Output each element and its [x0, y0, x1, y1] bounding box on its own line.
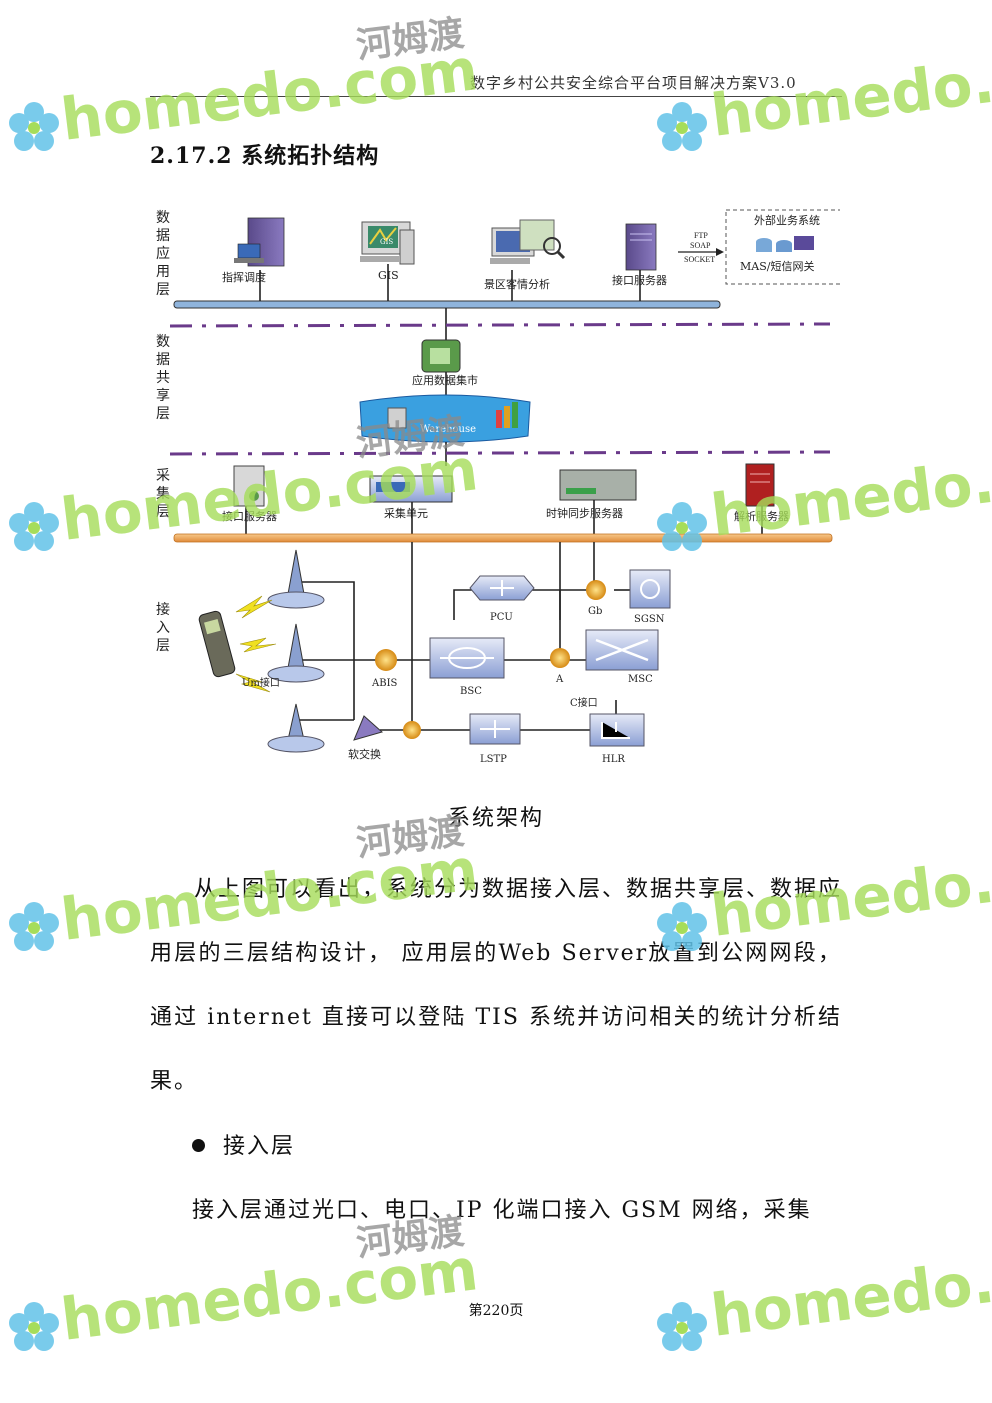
- pcu-icon: [469, 575, 535, 601]
- body-paragraph-text: 从上图可以看出，系统分为数据接入层、数据共享层、数据应用层的三层结构设计， 应用…: [150, 877, 843, 1094]
- datamart-icon: [421, 339, 461, 373]
- body-paragraph: 从上图可以看出，系统分为数据接入层、数据共享层、数据应用层的三层结构设计， 应用…: [150, 858, 842, 1114]
- external-system-box: [725, 209, 840, 285]
- watermark-logo-icon: [9, 502, 59, 551]
- mas-gateway-label: MAS/短信网关: [740, 259, 814, 273]
- command-dispatch-icon: [234, 217, 285, 267]
- a-interface-node: [550, 648, 570, 668]
- soap-label: SOAP: [690, 241, 711, 250]
- watermark-cn-1: 河姆渡: [354, 13, 466, 67]
- interface-server-icon: [233, 465, 265, 507]
- collect-unit-label: 采集单元: [384, 506, 428, 520]
- parse-server-icon: [745, 463, 775, 507]
- layer-label-collect: 采集层: [156, 468, 170, 520]
- clock-server-label: 时钟同步服务器: [546, 506, 623, 520]
- lstp-junction-node: [403, 721, 421, 739]
- page-number: 第220页: [468, 1303, 524, 1319]
- layer-label-access: 接入层: [156, 601, 170, 654]
- svg-text:数据应用层: 数据应用层: [156, 210, 170, 298]
- a-interface-label: A: [555, 674, 564, 685]
- header-rule: [150, 96, 842, 97]
- softswitch-label: 软交换: [348, 747, 381, 761]
- um-interface-label: Um接口: [242, 676, 280, 689]
- watermark-brand-1: homedo.com: [57, 35, 481, 154]
- base-station-1-icon: [267, 549, 325, 609]
- signal-bolts-icon: [235, 595, 277, 693]
- mas-gateway-icon: [756, 236, 814, 252]
- gis-workstation-icon: [360, 221, 415, 265]
- layer-divider-app-share: [169, 322, 831, 328]
- scenic-analysis-label: 景区客情分析: [484, 277, 550, 291]
- msc-icon: [585, 629, 659, 671]
- watermark-brand-8: homedo.com: [707, 1231, 992, 1350]
- watermark-brand-7: homedo.com: [57, 1235, 481, 1354]
- access-layer-paragraph: 接入层通过光口、电口、IP 化端口接入 GSM 网络，采集: [192, 1198, 812, 1223]
- gis-screen-label: GIS: [380, 238, 393, 246]
- layer-divider-share-collect: [169, 450, 831, 456]
- mobile-phone-icon: [198, 610, 236, 678]
- abis-label: ABIS: [371, 678, 398, 689]
- figure-caption: 系统架构: [447, 806, 544, 831]
- bullet-item: 接入层: [192, 1128, 295, 1160]
- lstp-label: LSTP: [480, 754, 507, 765]
- bsc-label: BSC: [460, 686, 482, 697]
- scenic-analysis-icon: [490, 219, 566, 264]
- datamart-label: 应用数据集市: [412, 373, 478, 387]
- sgsn-label: SGSN: [634, 614, 665, 625]
- collect-bus: [173, 533, 833, 543]
- layer-label-app: 数据应用层: [156, 210, 170, 298]
- topology-diagram: 数据应用层 数据共享层 采集层 接入层 指挥调度 GIS GIS 景区客情分析 …: [156, 209, 840, 765]
- sgsn-icon: [629, 569, 671, 609]
- msc-label: MSC: [628, 674, 653, 685]
- watermark-logo-icon: [657, 102, 707, 151]
- abis-node: [375, 649, 397, 671]
- lstp-icon: [469, 713, 521, 745]
- external-system-label: 外部业务系统: [754, 213, 820, 227]
- interface-server-label: 接口服务器: [222, 510, 277, 523]
- command-dispatch-label: 指挥调度: [222, 270, 266, 284]
- watermark-logo-icon: [9, 902, 59, 951]
- svg-text:接入层: 接入层: [156, 601, 170, 654]
- gb-node: [586, 580, 606, 600]
- ftp-label: FTP: [694, 231, 708, 240]
- svg-text:数据共享层: 数据共享层: [156, 334, 170, 422]
- gb-label: Gb: [588, 606, 602, 617]
- softswitch-icon: [353, 715, 384, 741]
- document-header: 数字乡村公共安全综合平台项目解决方案V3.0: [470, 74, 797, 92]
- data-warehouse-label: Warehouse: [420, 424, 476, 435]
- section-title: 2.17.2 系统拓扑结构: [150, 143, 380, 169]
- data-warehouse-icon: [359, 394, 531, 443]
- bullet-dot-icon: [192, 1138, 205, 1152]
- base-station-3-icon: [267, 703, 325, 753]
- hlr-label: HLR: [602, 754, 625, 765]
- svg-text:采集层: 采集层: [156, 468, 170, 520]
- collect-unit-icon: [369, 475, 453, 503]
- watermark-logo-icon: [9, 102, 59, 151]
- pcu-label: PCU: [490, 612, 513, 623]
- layer-label-share: 数据共享层: [156, 334, 170, 422]
- hlr-icon: [589, 713, 645, 747]
- socket-label: SOCKET: [684, 255, 715, 264]
- interface-server-top-icon: [625, 223, 657, 271]
- app-backbone-bus: [173, 300, 721, 309]
- c-interface-label: C接口: [570, 696, 598, 709]
- bullet-text: 接入层: [223, 1134, 296, 1159]
- clock-server-icon: [559, 469, 637, 501]
- bsc-icon: [429, 637, 505, 679]
- base-station-2-icon: [267, 623, 325, 683]
